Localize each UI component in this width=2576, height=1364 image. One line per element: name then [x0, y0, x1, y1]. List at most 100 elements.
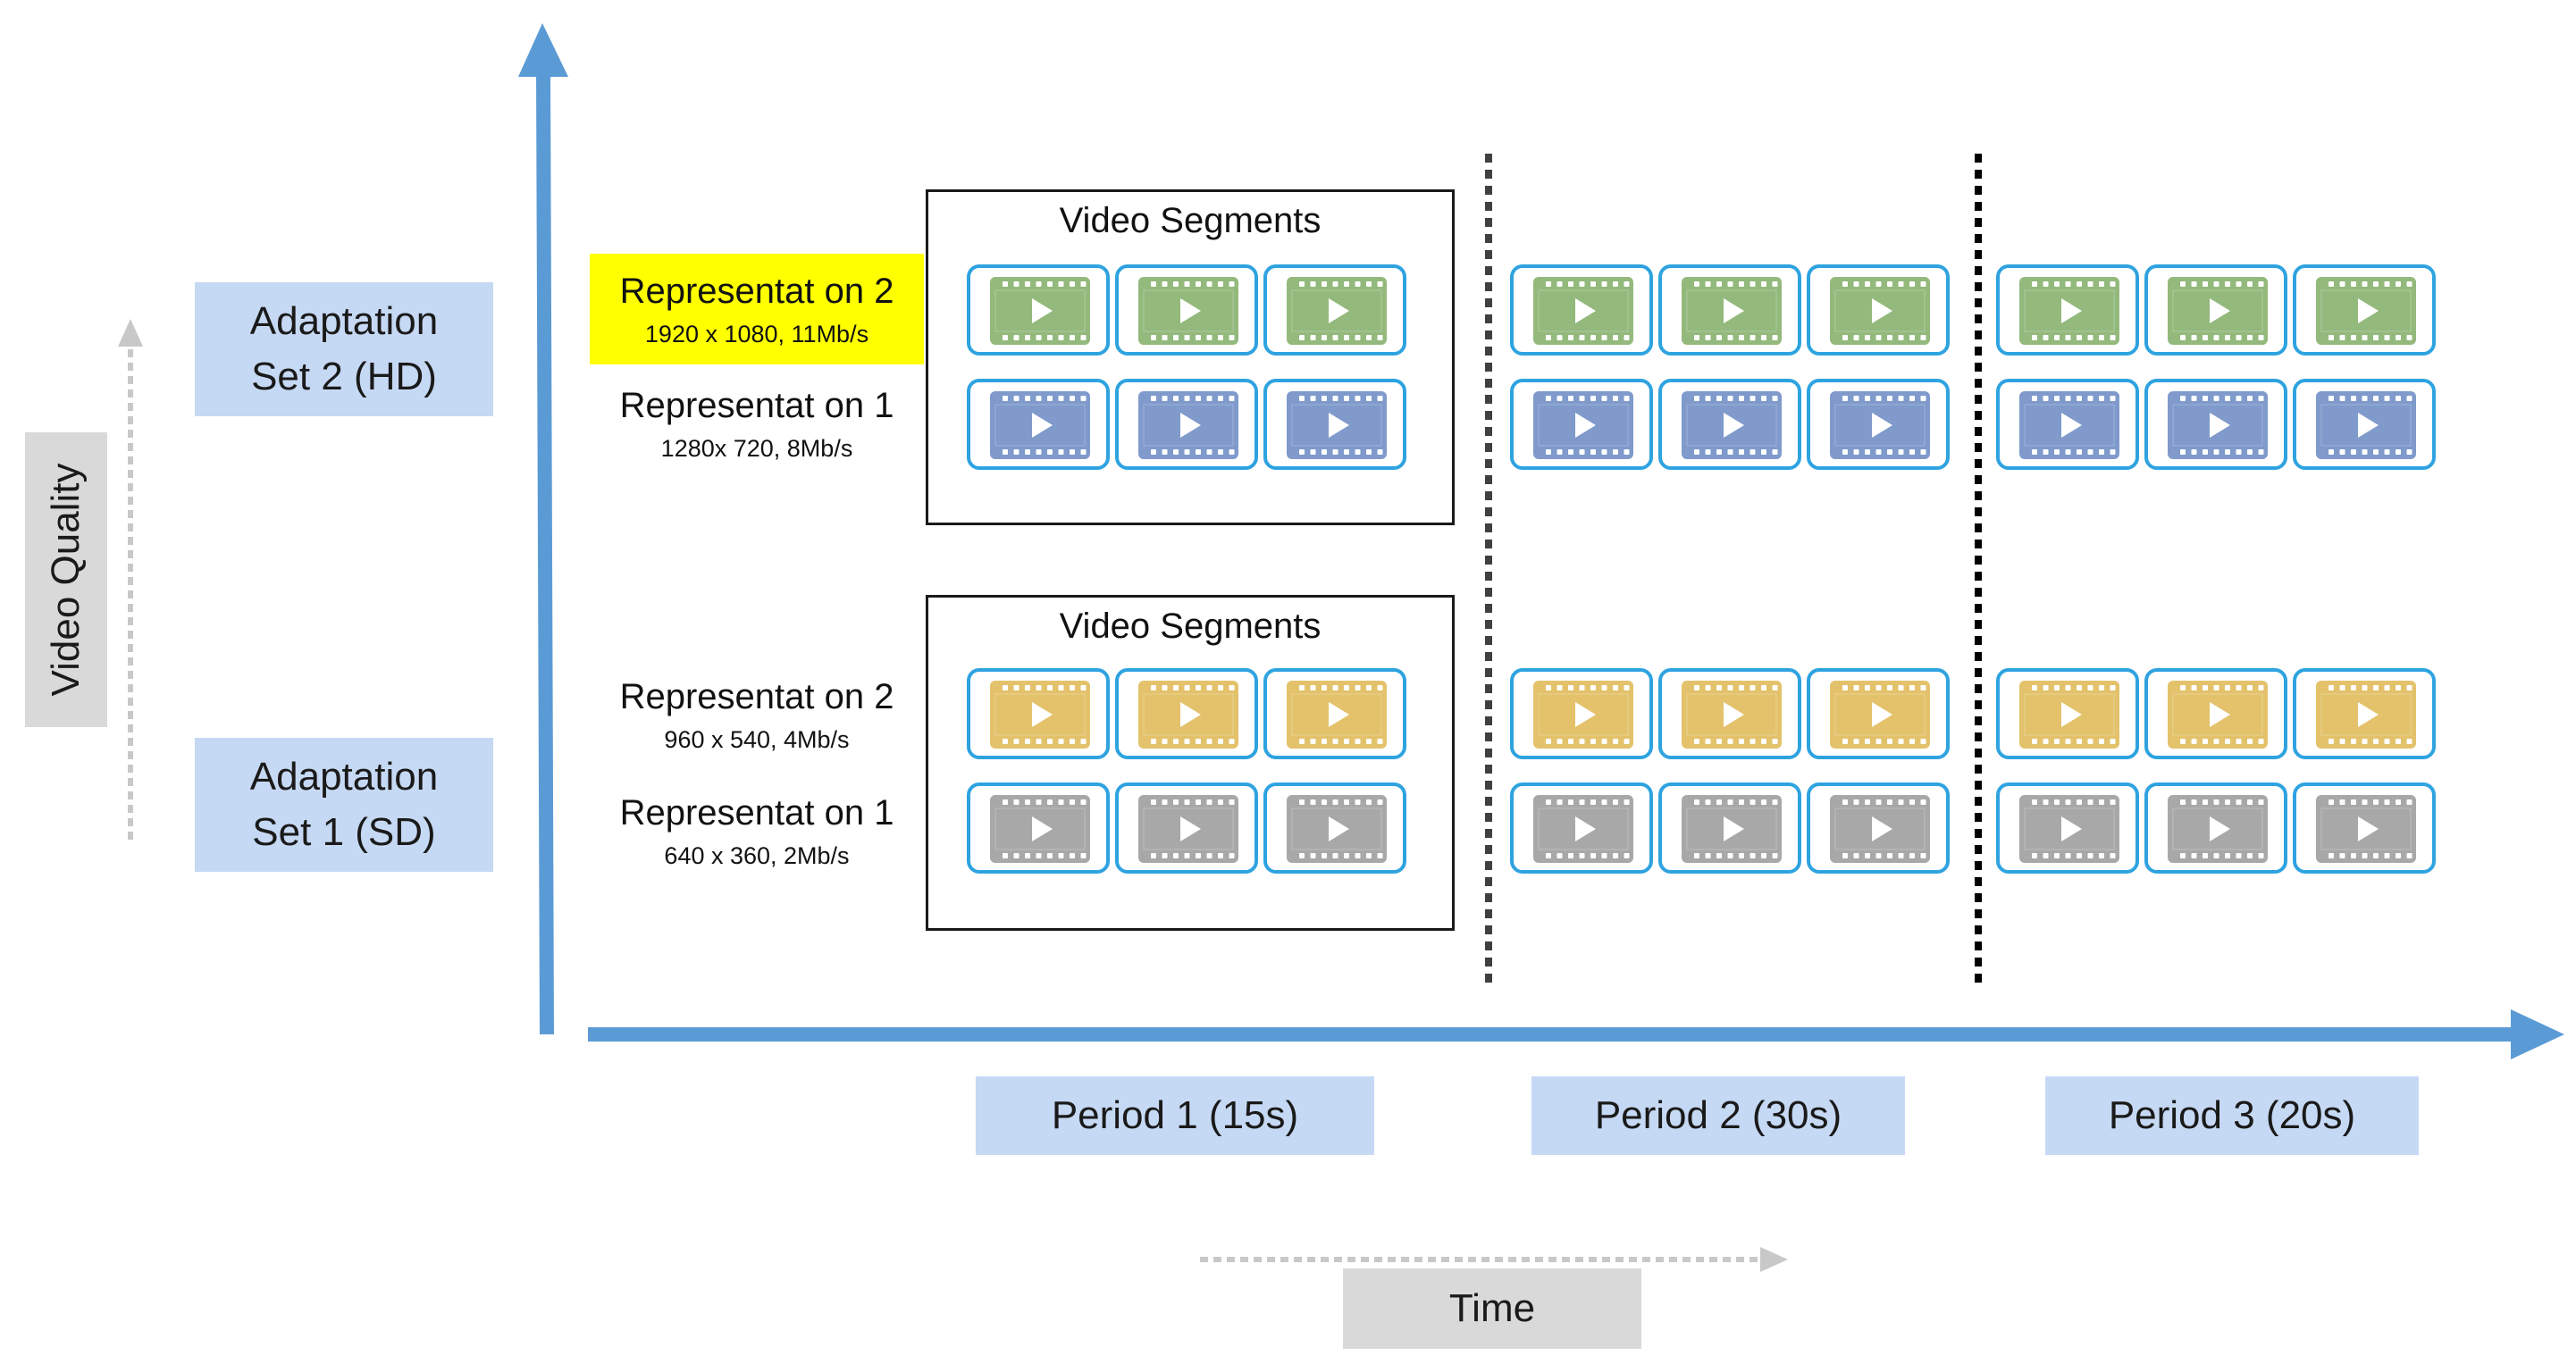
- film-play-icon: [1533, 277, 1633, 345]
- adaptation-set-1-line2: Set 1 (SD): [252, 810, 436, 854]
- video-segment: [2293, 264, 2436, 356]
- film-play-icon: [2168, 391, 2268, 459]
- film-play-icon: [1138, 277, 1238, 345]
- film-play-icon: [1830, 277, 1930, 345]
- video-segment: [1658, 379, 1801, 470]
- video-segment: [967, 782, 1110, 874]
- period-2-label: Period 2 (30s): [1531, 1076, 1905, 1155]
- video-segment: [1807, 782, 1950, 874]
- film-play-icon: [990, 277, 1090, 345]
- video-segment: [1263, 668, 1406, 759]
- x-axis-label: Time: [1343, 1268, 1641, 1349]
- video-segment: [1807, 264, 1950, 356]
- film-play-icon: [1287, 391, 1387, 459]
- representation-label: Representat on 1: [619, 793, 894, 833]
- film-play-icon: [2019, 391, 2119, 459]
- video-quality-dotted-arrow: [118, 319, 143, 840]
- film-play-icon: [1287, 795, 1387, 863]
- x-axis-arrow: [588, 1009, 2564, 1059]
- video-segment: [2293, 782, 2436, 874]
- video-segment: [2144, 782, 2287, 874]
- film-play-icon: [1533, 391, 1633, 459]
- video-segments-title: Video Segments: [1059, 201, 1322, 240]
- video-segment: [2293, 668, 2436, 759]
- x-axis-label-text: Time: [1448, 1286, 1536, 1330]
- film-play-icon: [2316, 277, 2416, 345]
- film-play-icon: [990, 391, 1090, 459]
- video-segment: [967, 264, 1110, 356]
- video-segment: [1263, 264, 1406, 356]
- film-play-icon: [1533, 795, 1633, 863]
- period-3-label: Period 3 (20s): [2045, 1076, 2419, 1155]
- video-segment: [1115, 668, 1258, 759]
- film-play-icon: [1287, 277, 1387, 345]
- representation-detail: 960 x 540, 4Mb/s: [664, 726, 850, 753]
- video-segment: [1996, 782, 2139, 874]
- video-segment: [2293, 379, 2436, 470]
- y-axis-label: Video Quality: [25, 432, 107, 727]
- film-play-icon: [990, 681, 1090, 749]
- film-play-icon: [1138, 681, 1238, 749]
- representation-highlight: [590, 254, 924, 364]
- adaptation-set-2-box: Adaptation Set 2 (HD): [195, 282, 493, 416]
- time-dotted-arrow: [1200, 1247, 1788, 1272]
- film-play-icon: [1830, 391, 1930, 459]
- period-1-label: Period 1 (15s): [976, 1076, 1374, 1155]
- film-play-icon: [2316, 795, 2416, 863]
- video-segment: [1115, 782, 1258, 874]
- period-3-text: Period 3 (20s): [2108, 1093, 2356, 1137]
- video-segments-title: Video Segments: [1059, 607, 1322, 646]
- film-play-icon: [1682, 277, 1782, 345]
- film-play-icon: [1287, 681, 1387, 749]
- representation-label: Representat on 2: [619, 677, 894, 716]
- video-segment: [1658, 264, 1801, 356]
- video-segment: [1510, 782, 1653, 874]
- video-segment: [1996, 668, 2139, 759]
- video-segment: [1807, 379, 1950, 470]
- video-segment: [967, 668, 1110, 759]
- representation-detail: 1920 x 1080, 11Mb/s: [644, 321, 869, 347]
- video-segment: [2144, 264, 2287, 356]
- film-play-icon: [2019, 277, 2119, 345]
- video-segment: [2144, 668, 2287, 759]
- video-segments-group-hd: Video Segments: [926, 189, 1455, 525]
- film-play-icon: [1830, 795, 1930, 863]
- film-play-icon: [1682, 795, 1782, 863]
- film-play-icon: [2168, 795, 2268, 863]
- film-play-icon: [2168, 277, 2268, 345]
- period-1-text: Period 1 (15s): [1051, 1093, 1299, 1137]
- video-segment: [1510, 668, 1653, 759]
- adaptation-set-1-line1: Adaptation: [249, 755, 439, 799]
- video-segments-group-sd: Video Segments: [926, 595, 1455, 931]
- film-play-icon: [1138, 795, 1238, 863]
- film-play-icon: [1830, 681, 1930, 749]
- video-segment: [1263, 782, 1406, 874]
- representation-label: Representat on 1: [619, 386, 894, 425]
- film-play-icon: [2316, 391, 2416, 459]
- adaptation-set-1-box: Adaptation Set 1 (SD): [195, 738, 493, 872]
- video-segment: [1658, 668, 1801, 759]
- video-segment: [1115, 264, 1258, 356]
- video-segment: [967, 379, 1110, 470]
- video-segment: [1115, 379, 1258, 470]
- film-play-icon: [2168, 681, 2268, 749]
- y-axis-label-text: Video Quality: [44, 463, 88, 697]
- period-2-text: Period 2 (30s): [1594, 1093, 1842, 1137]
- film-play-icon: [1682, 681, 1782, 749]
- film-play-icon: [2316, 681, 2416, 749]
- video-segment: [1996, 379, 2139, 470]
- video-segment: [1510, 379, 1653, 470]
- film-play-icon: [1138, 391, 1238, 459]
- film-play-icon: [990, 795, 1090, 863]
- representation-detail: 640 x 360, 2Mb/s: [664, 842, 850, 869]
- video-segment: [1658, 782, 1801, 874]
- video-segment: [1263, 379, 1406, 470]
- video-segment: [1996, 264, 2139, 356]
- representation-label: Representat on 2: [619, 272, 894, 311]
- video-segment: [1510, 264, 1653, 356]
- adaptation-set-2-line2: Set 2 (HD): [251, 355, 437, 398]
- film-play-icon: [2019, 795, 2119, 863]
- film-play-icon: [1533, 681, 1633, 749]
- y-axis-arrow: [518, 23, 568, 1035]
